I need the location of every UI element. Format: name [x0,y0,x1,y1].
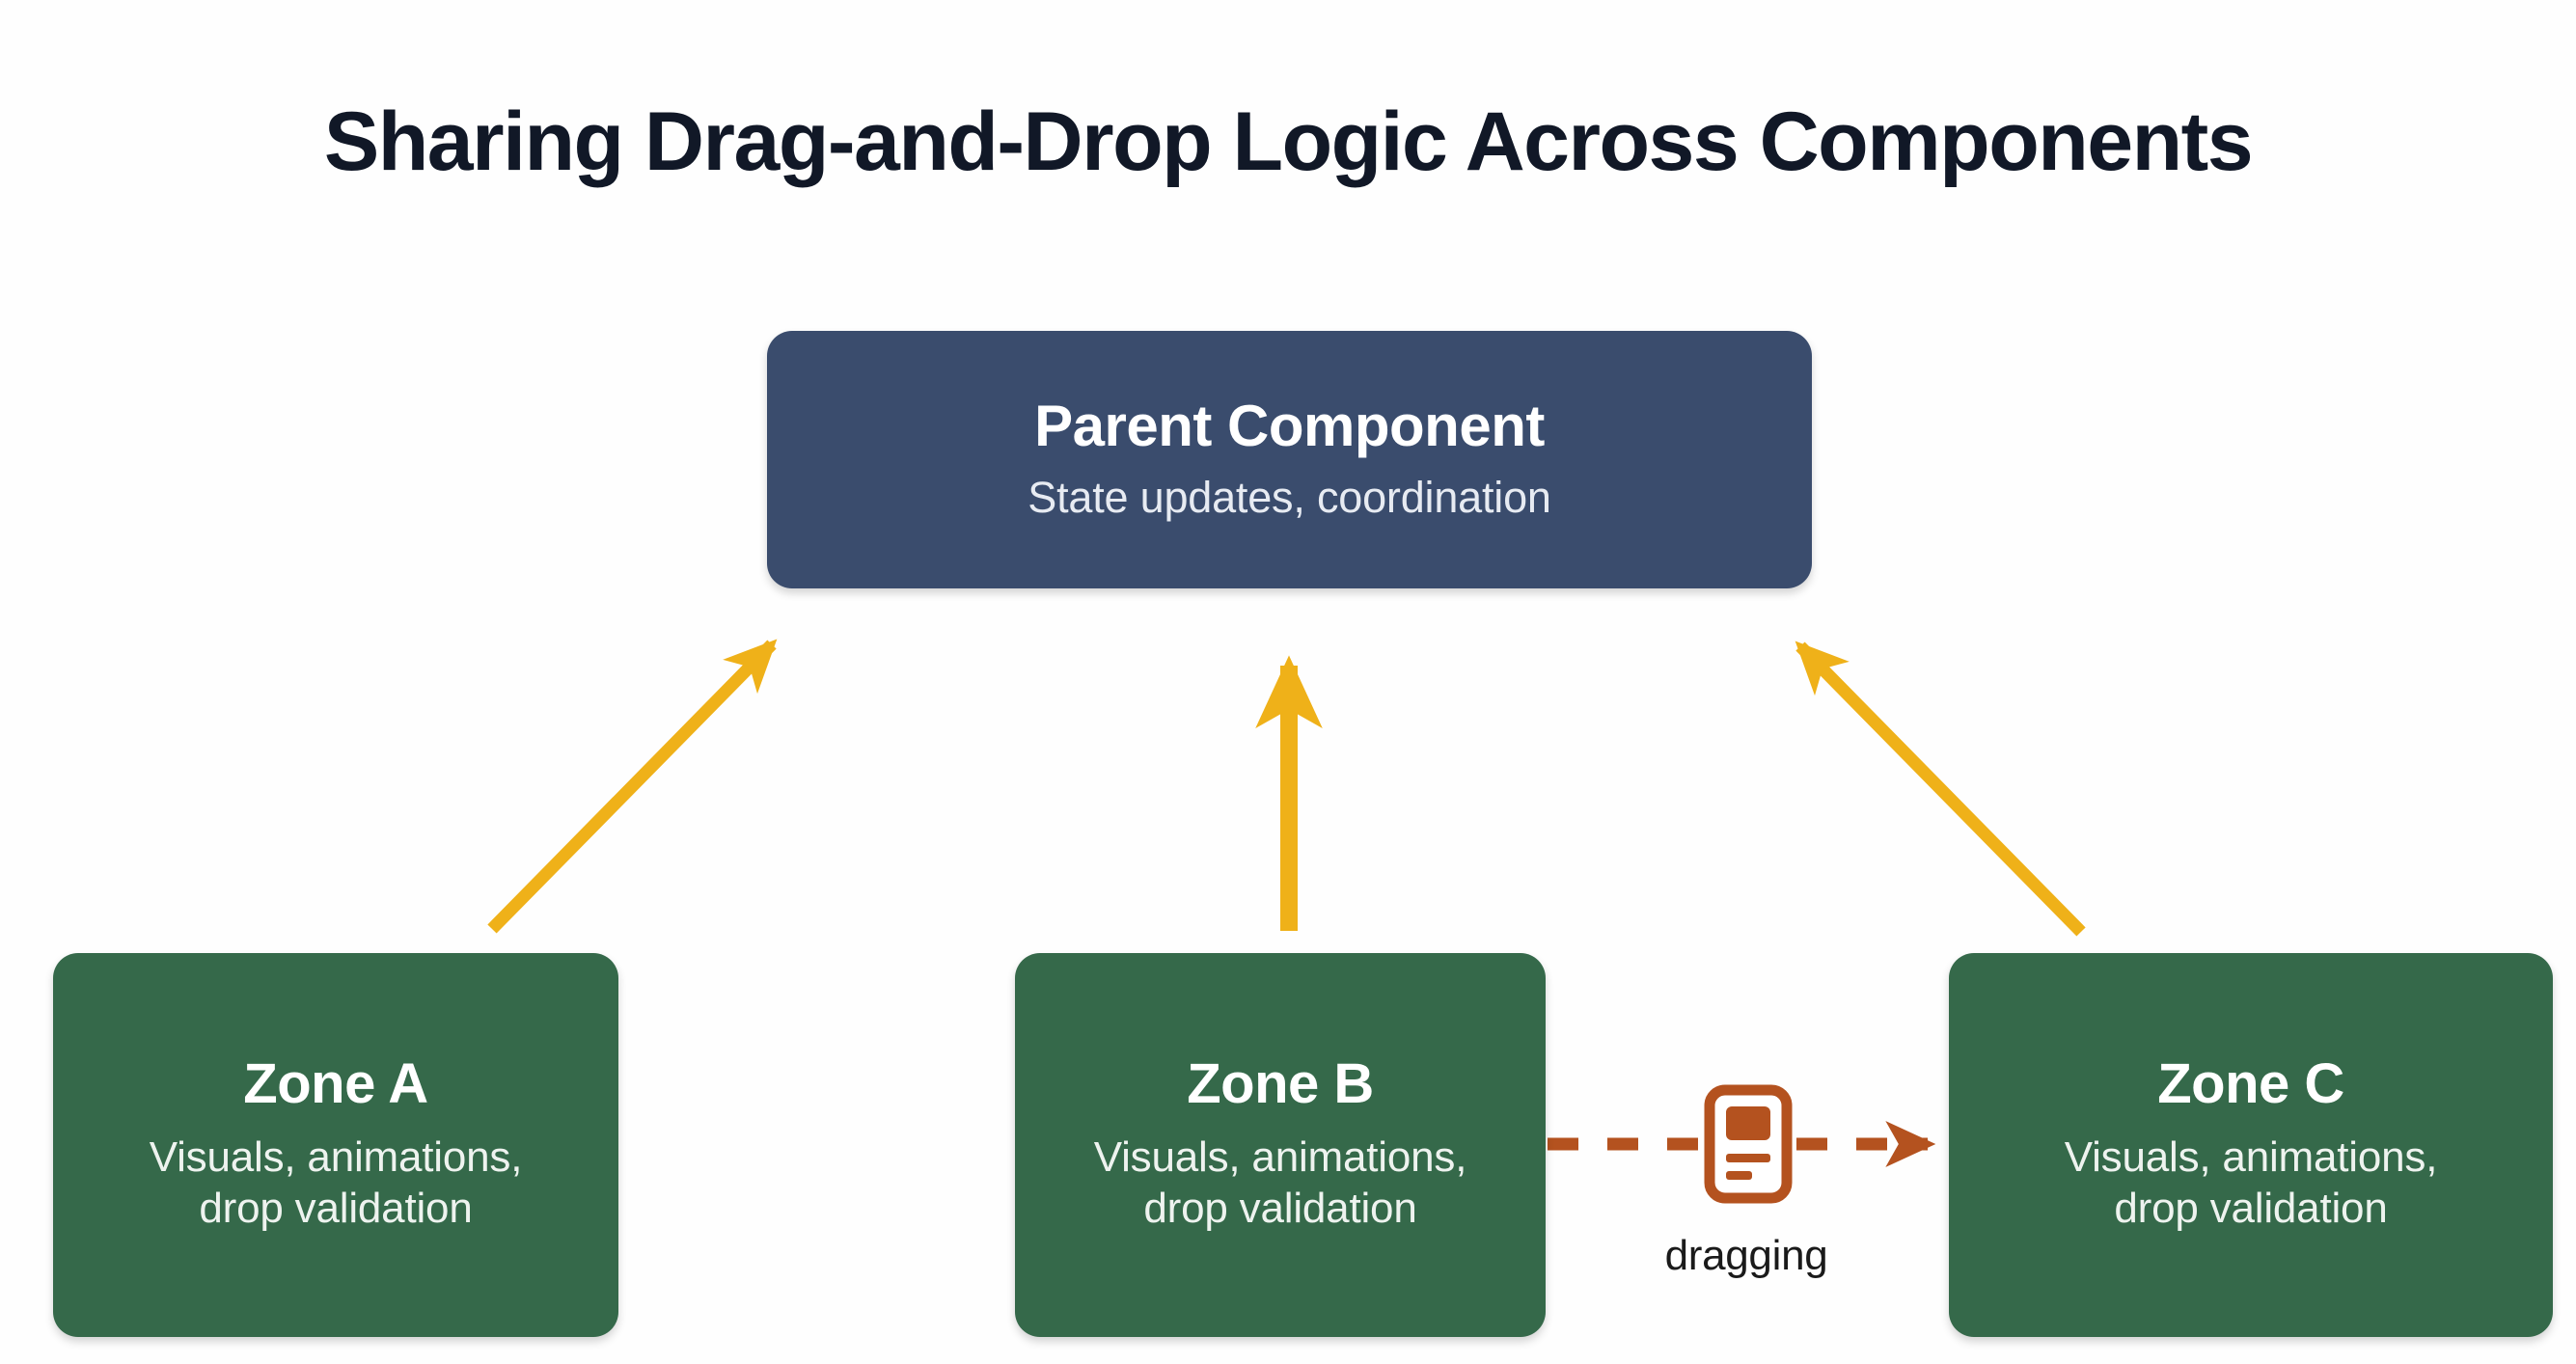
zone-c-subtitle-line2: drop validation [2114,1185,2388,1233]
zone-b-subtitle-line2: drop validation [1143,1185,1417,1233]
zone-a-title: Zone A [243,1051,428,1115]
zone-c-title: Zone C [2157,1051,2344,1115]
node-zone-c[interactable]: Zone C Visuals, animations, drop validat… [1949,953,2553,1337]
zone-a-subtitle-line1: Visuals, animations, [149,1132,523,1181]
zone-a-subtitle-line2: drop validation [199,1185,473,1233]
card-document-icon [1704,1084,1793,1204]
dragging-label: dragging [1664,1232,1828,1279]
arrow-zone-c-to-parent [1795,641,2086,937]
node-parent-component[interactable]: Parent Component State updates, coordina… [767,331,1812,588]
parent-component-title: Parent Component [1034,393,1545,458]
zone-c-subtitle: Visuals, animations, drop validation [2065,1132,2438,1235]
node-zone-b[interactable]: Zone B Visuals, animations, drop validat… [1015,953,1546,1337]
node-zone-a[interactable]: Zone A Visuals, animations, drop validat… [53,953,618,1337]
zone-b-title: Zone B [1187,1051,1374,1115]
page-title: Sharing Drag-and-Drop Logic Across Compo… [323,95,2254,188]
zone-b-subtitle-line1: Visuals, animations, [1093,1132,1467,1181]
arrow-zone-a-to-parent [487,639,778,934]
zone-c-subtitle-line1: Visuals, animations, [2064,1132,2438,1181]
parent-component-subtitle: State updates, coordination [1028,472,1551,522]
zone-a-subtitle: Visuals, animations, drop validation [150,1132,523,1235]
zone-b-subtitle: Visuals, animations, drop validation [1094,1132,1467,1235]
